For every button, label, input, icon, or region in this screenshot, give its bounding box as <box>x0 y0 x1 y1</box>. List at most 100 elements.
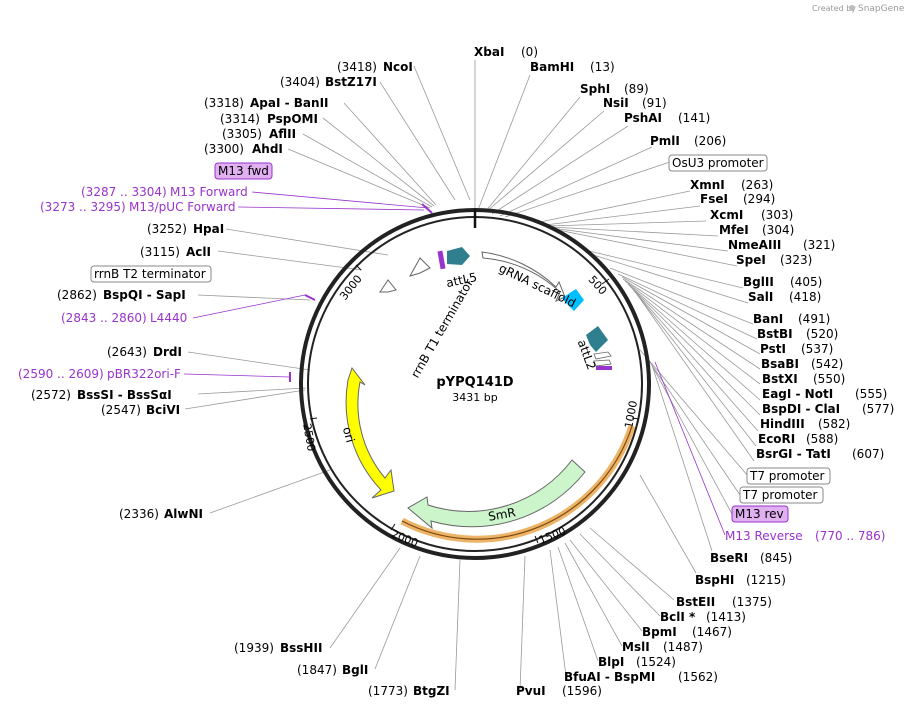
smr-highlight-line <box>401 425 633 540</box>
site-ecori-pos: (588) <box>806 432 838 446</box>
credit-text: Created by <box>812 4 856 13</box>
site-bsrgi-name: BsrGI - TatI <box>756 447 831 461</box>
site-fsei-name: FseI <box>700 192 728 206</box>
site-bsteii-pos: (1375) <box>732 595 772 609</box>
site-nmeaiii-name: NmeAIII <box>728 238 781 252</box>
site-bsshii-name: BssHII <box>280 641 322 655</box>
m13rev-box <box>731 505 789 523</box>
smr-label: SmR <box>487 505 517 524</box>
site-bsabi-pos: (542) <box>811 357 843 371</box>
scale-ticks <box>309 264 640 544</box>
site-bsphi-name: BspHI <box>695 573 734 587</box>
m13fwd-box <box>214 162 273 180</box>
site-alwni-name: AlwNI <box>164 507 203 521</box>
rrnb-t2-box <box>90 265 212 283</box>
site-msli-name: MslI <box>622 640 650 654</box>
site-bfuai-name: BfuAI - BspMI <box>564 670 655 684</box>
site-eagi-name: EagI - NotI <box>762 387 833 401</box>
site-pshai-name: PshAI <box>624 111 662 125</box>
site-hindiii-pos: (582) <box>818 417 850 431</box>
site-bstz17i-name: BstZ17I <box>325 75 377 89</box>
primer-pbr322-range: (2590 .. 2609) <box>18 367 104 381</box>
site-sphi-pos: (89) <box>624 82 649 96</box>
site-bsteii-name: BstEII <box>676 595 715 609</box>
site-bpmi-pos: (1467) <box>692 625 732 639</box>
site-bpmi-name: BpmI <box>642 625 677 639</box>
site-ncoi-name: NcoI <box>383 60 413 74</box>
t7b-box <box>739 486 824 504</box>
m13-fwd-mark <box>437 250 446 270</box>
tick-500: 500 <box>586 273 610 297</box>
site-aflii-name: AflII <box>269 127 296 141</box>
rrnB-T2-arrow <box>408 257 431 277</box>
site-ahdi-name: AhdI <box>252 142 283 156</box>
site-bspqi-name: BspQI - SapI <box>103 288 186 302</box>
smr-arrow <box>407 459 586 530</box>
site-alwni-pos: (2336) <box>119 507 159 521</box>
ori-label: ori <box>340 425 358 444</box>
site-bani-pos: (491) <box>798 312 830 326</box>
site-bglii-pos: (405) <box>790 275 822 289</box>
site-bspdi-pos: (577) <box>862 402 894 416</box>
site-bsshii-pos: (1939) <box>234 641 274 655</box>
site-labels: XbaI (0) BamHI (13) SphI (89) NsiI (91) … <box>31 45 894 698</box>
site-btgzi-name: BtgZI <box>413 684 450 698</box>
site-nmeaiii-pos: (321) <box>803 238 835 252</box>
site-acli-name: AclI <box>186 245 211 259</box>
site-bsrgi-pos: (607) <box>852 447 884 461</box>
site-apai-name: ApaI - BanII <box>250 96 329 110</box>
tick-3000: 3000 <box>337 273 364 303</box>
primer-m13puc-name: M13/pUC Forward <box>129 200 236 214</box>
site-pspomi-name: PspOMI <box>267 112 318 126</box>
m13-rev-mark <box>596 366 612 370</box>
site-bseri-pos: (845) <box>760 551 792 565</box>
site-pvui-pos: (1596) <box>562 684 602 698</box>
site-pspomi-pos: (3314) <box>220 112 260 126</box>
site-bsabi-name: BsaBI <box>761 357 799 371</box>
primer-l4440-name: L4440 <box>150 311 187 325</box>
primer-l4440-range: (2843 .. 2860) <box>61 311 147 325</box>
site-sphi-name: SphI <box>580 82 610 96</box>
rrnb-t2-label: rrnB T2 terminator <box>94 267 206 281</box>
snapgene-logo: SnapGene <box>849 4 905 14</box>
site-bgli-pos: (1847) <box>297 663 337 677</box>
site-ncoi-pos: (3418) <box>337 60 377 74</box>
primer-m13f-name: M13 Forward <box>170 185 248 199</box>
rrnB-T1-label: rrnB T1 terminator <box>408 277 476 381</box>
site-pshai-pos: (141) <box>678 111 710 125</box>
plasmid-length: 3431 bp <box>452 391 497 404</box>
t7a-label: T7 promoter <box>749 469 825 483</box>
tick-1000: 1000 <box>622 400 640 430</box>
site-bgli-name: BglI <box>342 663 368 677</box>
site-mfei-pos: (304) <box>762 223 794 237</box>
osu3-box <box>668 154 768 172</box>
site-psti-pos: (537) <box>801 342 833 356</box>
site-xbai-name: XbaI <box>474 45 504 59</box>
site-bspdi-name: BspDI - ClaI <box>762 402 840 416</box>
site-acli-pos: (3115) <box>140 245 180 259</box>
tick-2500: 2500 <box>300 422 318 452</box>
plasmid-name: pYPQ141D <box>436 375 513 390</box>
site-bcivi-name: BciVI <box>146 403 180 417</box>
site-drdi-name: DrdI <box>153 345 182 359</box>
site-bstxi-name: BstXI <box>762 372 798 386</box>
site-eagi-pos: (555) <box>855 387 887 401</box>
site-bstz17i-pos: (3404) <box>280 75 320 89</box>
gRNA-end-arrow <box>562 289 584 311</box>
site-bsssi-name: BssSI - BssSαI <box>77 388 172 402</box>
primer-pbr322-name: pBR322ori-F <box>107 367 181 381</box>
m13fwd-label: M13 fwd <box>218 164 269 178</box>
site-blpi-name: BlpI <box>598 655 624 669</box>
primer-labels: (3287 .. 3304) M13 Forward (3273 .. 3295… <box>18 185 885 543</box>
site-hindiii-name: HindIII <box>760 417 805 431</box>
site-xbai-pos: (0) <box>521 45 538 59</box>
t7b-label: T7 promoter <box>742 488 818 502</box>
site-hpai-name: HpaI <box>193 222 224 236</box>
site-aflii-pos: (3305) <box>222 127 262 141</box>
site-bseri-name: BseRI <box>710 551 748 565</box>
rrnB-T1-arrow <box>379 279 397 293</box>
site-bstxi-pos: (550) <box>813 372 845 386</box>
attL5-label: attL5 <box>445 270 478 290</box>
site-sali-name: SalI <box>748 290 773 304</box>
site-bcli-pos: (1413) <box>706 610 746 624</box>
